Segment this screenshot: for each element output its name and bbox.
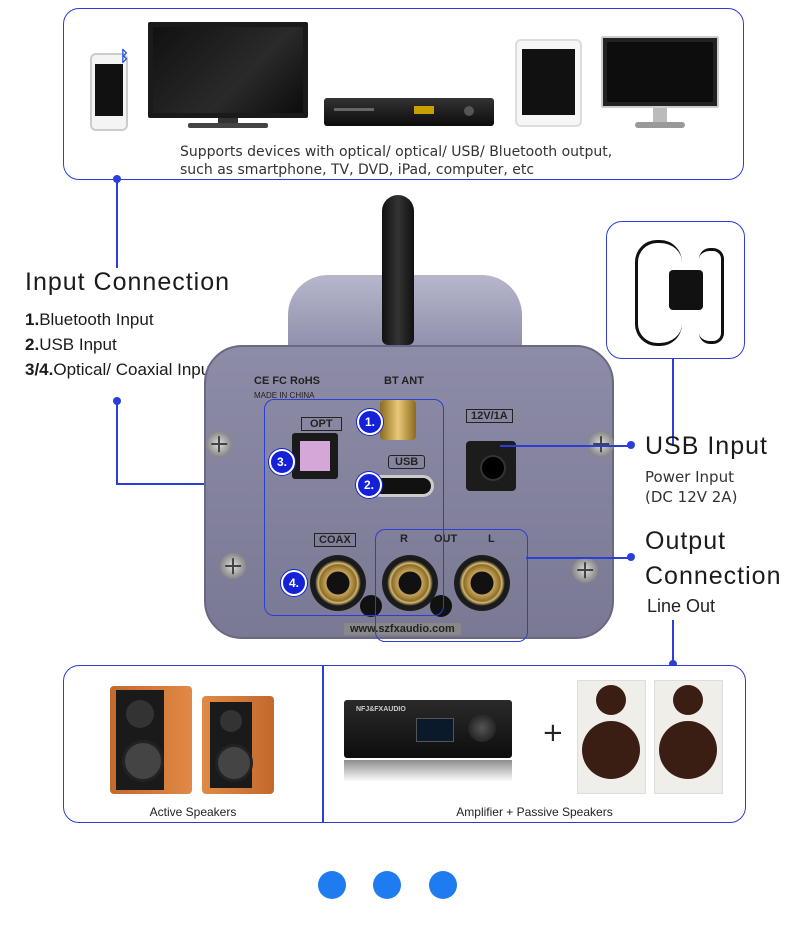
cert-marks: CE FC RoHS <box>254 375 320 387</box>
carousel-dot-1[interactable] <box>318 871 346 899</box>
power-adapter-panel <box>606 221 745 359</box>
top-panel-connector-line <box>116 180 118 268</box>
amplifier-reflection <box>344 760 512 782</box>
input-item-text: USB Input <box>39 335 117 354</box>
output-connection-title-2: Connection <box>645 562 782 590</box>
source-devices-panel: ᛒ Supports devices with optical/ optical… <box>63 8 744 180</box>
screw-bottom-right <box>572 557 598 583</box>
output-connection-title-1: Output <box>645 527 727 555</box>
power-adapter-icon <box>629 232 725 350</box>
out-label-mid: OUT <box>434 533 458 545</box>
tablet-icon <box>515 39 582 127</box>
input-item-bluetooth: 1.Bluetooth Input <box>25 307 215 332</box>
bluetooth-antenna <box>382 195 414 345</box>
input-connector-horizontal <box>116 483 264 485</box>
usb-input-sub1: Power Input <box>645 468 734 486</box>
amplifier-icon: NFJ&FXAUDIO <box>344 700 512 758</box>
smartphone-icon <box>90 53 128 131</box>
line-out-connector-dot <box>669 660 677 668</box>
badge-usb: 2. <box>356 472 382 498</box>
tv-icon <box>148 22 308 130</box>
caption-line-1: Supports devices with optical/ optical/ … <box>180 144 613 160</box>
usb-input-title: USB Input <box>645 432 768 460</box>
rca-jack-right <box>382 555 438 611</box>
output-ports-highlight <box>375 529 528 642</box>
passive-speaker-left <box>577 680 646 794</box>
line-out-connector <box>672 620 674 664</box>
input-item-num: 2. <box>25 335 40 354</box>
input-item-text: Bluetooth Input <box>39 310 154 329</box>
optical-port <box>292 433 338 479</box>
input-connector-vertical <box>116 401 118 484</box>
dc-power-jack <box>466 441 516 491</box>
input-item-usb: 2.USB Input <box>25 332 215 357</box>
carousel-dot-3[interactable] <box>429 871 457 899</box>
output-devices-panel: Active Speakers NFJ&FXAUDIO + Amplifier … <box>63 665 746 823</box>
input-item-optical-coaxial: 3/4.Optical/ Coaxial Input <box>25 357 215 382</box>
opt-label: OPT <box>301 417 342 431</box>
amp-brand: NFJ&FXAUDIO <box>356 706 406 713</box>
input-item-num: 1. <box>25 310 40 329</box>
usb-label: USB <box>388 455 426 469</box>
top-panel-connector-dot <box>113 175 121 183</box>
monitor-icon <box>601 36 719 132</box>
coax-label: COAX <box>314 533 356 547</box>
bt-ant-label: BT ANT <box>384 375 424 387</box>
usb-input-connector-dot <box>627 441 635 449</box>
caption-line-2: such as smartphone, TV, DVD, iPad, compu… <box>180 162 535 178</box>
screw-top-left <box>206 431 232 457</box>
small-hole-1 <box>360 595 382 617</box>
panel-divider <box>322 666 324 822</box>
dvd-player-icon <box>324 98 494 126</box>
out-label-l: L <box>488 533 495 545</box>
screw-top-right <box>588 431 614 457</box>
input-item-num: 3/4. <box>25 360 54 379</box>
bluetooth-icon: ᛒ <box>120 47 130 65</box>
coax-jack <box>310 555 366 611</box>
out-label-r: R <box>400 533 408 545</box>
dac-device: CE FC RoHS MADE IN CHINA BT ANT OPT USB … <box>204 195 614 639</box>
badge-optical: 3. <box>269 449 295 475</box>
badge-coaxial: 4. <box>281 570 307 596</box>
screw-bottom-left <box>220 553 246 579</box>
output-connector-dot <box>627 553 635 561</box>
input-connection-list: 1.Bluetooth Input 2.USB Input 3/4.Optica… <box>25 307 215 382</box>
active-speaker-left <box>110 686 192 794</box>
made-in-label: MADE IN CHINA <box>254 391 315 400</box>
antenna-connector <box>380 400 416 440</box>
usb-input-sub2: (DC 12V 2A) <box>645 488 738 506</box>
input-item-text: Optical/ Coaxial Input <box>53 360 215 379</box>
carousel-dot-2[interactable] <box>373 871 401 899</box>
output-connector-horizontal <box>526 557 630 559</box>
passive-speaker-right <box>654 680 723 794</box>
active-speaker-right <box>202 696 274 794</box>
usb-input-connector-vertical <box>672 359 674 446</box>
amplifier-passive-caption: Amplifier + Passive Speakers <box>456 805 613 819</box>
devices-caption: Supports devices with optical/ optical/ … <box>180 143 612 179</box>
rca-jack-left <box>454 555 510 611</box>
usb-input-connector-horizontal <box>500 445 630 447</box>
input-connection-title: Input Connection <box>25 268 231 296</box>
power-label: 12V/1A <box>466 409 513 423</box>
input-ports-highlight <box>264 399 444 616</box>
plus-sign: + <box>542 718 564 748</box>
active-speakers-caption: Active Speakers <box>149 805 237 819</box>
badge-bluetooth: 1. <box>357 409 383 435</box>
output-connection-sub: Line Out <box>647 596 716 616</box>
